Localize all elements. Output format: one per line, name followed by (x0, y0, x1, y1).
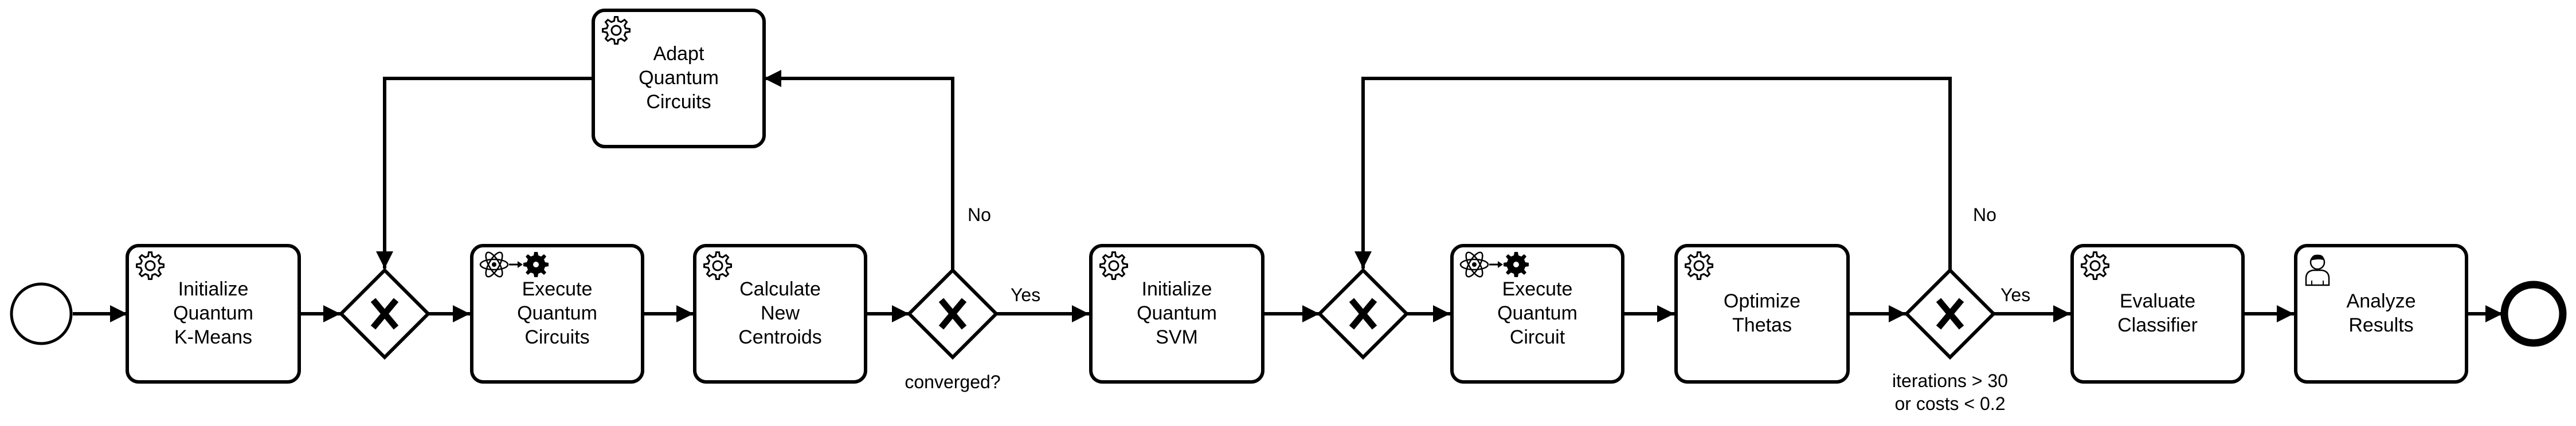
task-label-line: Quantum (639, 67, 719, 89)
task-initialize-quantum-svm[interactable]: Initialize Quantum SVM (1089, 244, 1264, 384)
person-icon (2305, 254, 2330, 286)
start-event[interactable] (10, 282, 73, 345)
task-label-line: Adapt (653, 43, 704, 65)
flow-gateway-4-no-loop[interactable] (1354, 77, 1952, 270)
task-execute-quantum-circuit[interactable]: Execute Quantum Circuit (1450, 244, 1624, 384)
flow-adapt-to-gateway-1[interactable] (376, 77, 593, 269)
atom-icon (1459, 249, 1529, 280)
gear-icon (2081, 251, 2109, 280)
exclusive-gateway-3[interactable] (1317, 267, 1410, 360)
task-execute-quantum-circuits[interactable]: Execute Quantum Circuits (470, 244, 644, 384)
task-label-line: Circuit (1510, 326, 1565, 348)
gear-icon (1685, 251, 1713, 280)
gateway-label-iterations-line: or costs < 0.2 (1895, 393, 2006, 414)
gear-icon (1099, 251, 1128, 280)
task-label-line: Initialize (1142, 278, 1212, 300)
task-label-line: Results (2348, 314, 2413, 336)
atom-icon (479, 249, 549, 280)
task-label-line: Initialize (178, 278, 249, 300)
task-label-line: Centroids (738, 326, 822, 348)
task-label-line: Classifier (2117, 314, 2198, 336)
task-label-line: Quantum (517, 302, 597, 324)
exclusive-gateway-iterations[interactable] (1904, 267, 1996, 360)
task-label-line: Circuits (524, 326, 589, 348)
sequence-flows (73, 70, 2503, 322)
edge-label-yes: Yes (1011, 285, 1040, 305)
task-label-line: K-Means (174, 326, 252, 348)
gear-icon (703, 251, 732, 280)
edge-label-yes: Yes (2000, 285, 2030, 305)
gateway-label-iterations-line: iterations > 30 (1892, 370, 2008, 391)
task-label-line: Analyze (2347, 290, 2416, 312)
task-calculate-new-centroids[interactable]: Calculate New Centroids (693, 244, 867, 384)
task-evaluate-classifier[interactable]: Evaluate Classifier (2070, 244, 2245, 384)
gear-icon (602, 16, 631, 45)
exclusive-gateway-1[interactable] (338, 267, 431, 360)
task-label-line: Quantum (1137, 302, 1217, 324)
task-label-line: Calculate (739, 278, 821, 300)
task-adapt-quantum-circuits[interactable]: Adapt Quantum Circuits (592, 9, 766, 148)
task-label-line: Execute (522, 278, 593, 300)
exclusive-gateway-converged[interactable] (906, 267, 999, 360)
task-label-line: Execute (1502, 278, 1573, 300)
edge-label-no: No (1973, 204, 1996, 225)
task-label-line: Quantum (173, 302, 253, 324)
task-label-line: Evaluate (2120, 290, 2195, 312)
task-label-line: New (761, 302, 800, 324)
edge-label-no: No (968, 204, 991, 225)
task-label-line: Circuits (646, 91, 711, 113)
gateway-label-converged: converged? (905, 372, 1000, 392)
task-analyze-results[interactable]: Analyze Results (2294, 244, 2468, 384)
end-event[interactable] (2500, 281, 2567, 347)
task-label-line: Thetas (1732, 314, 1792, 336)
flow-gateway-2-no-to-adapt[interactable] (764, 70, 954, 270)
gear-icon (136, 251, 165, 280)
task-initialize-quantum-kmeans[interactable]: Initialize Quantum K-Means (126, 244, 301, 384)
task-label-line: Optimize (1724, 290, 1800, 312)
task-label-line: Quantum (1497, 302, 1577, 324)
task-label-line: SVM (1156, 326, 1198, 348)
task-optimize-thetas[interactable]: Optimize Thetas (1674, 244, 1850, 384)
